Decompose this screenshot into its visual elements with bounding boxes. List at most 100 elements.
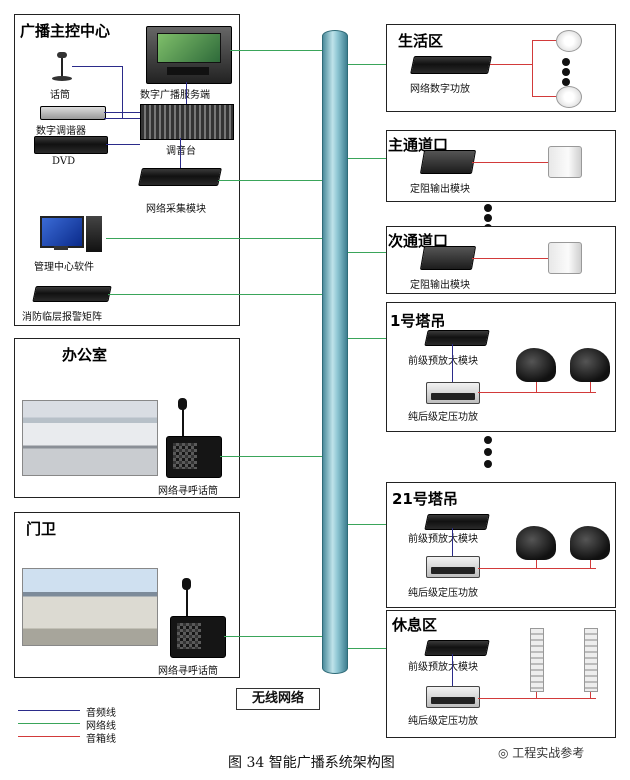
- ellipsis-dot: [484, 436, 492, 444]
- pre-amp-icon: [424, 514, 489, 530]
- output-module-label: 定阻输出模块: [410, 180, 470, 195]
- living-area-title: 生活区: [398, 30, 443, 51]
- fire-matrix-icon: [32, 286, 111, 302]
- rest-area-title: 休息区: [392, 614, 437, 635]
- dvd-icon: [34, 136, 108, 154]
- ceiling-speaker-icon: [556, 30, 582, 52]
- audio-line: [452, 344, 453, 384]
- gate-pager-icon: [170, 616, 226, 658]
- microphone-icon: [52, 52, 72, 82]
- audio-line: [180, 138, 181, 168]
- control-center-title: 广播主控中心: [20, 20, 110, 41]
- legend-swatch: [18, 723, 80, 724]
- server-icon: [146, 26, 232, 84]
- network-line: [224, 636, 322, 637]
- gate-pager-label: 网络寻呼话筒: [158, 662, 218, 677]
- post-amp-icon: [426, 686, 480, 708]
- pc-icon: [40, 216, 104, 254]
- server-label: 数字广播服务端: [140, 86, 210, 101]
- horn-speaker-icon: [570, 526, 610, 560]
- audio-line: [452, 528, 453, 556]
- watermark-text: 工程实战参考: [512, 746, 584, 760]
- tuner-icon: [40, 106, 106, 120]
- fire-matrix-label: 消防临层报警矩阵: [22, 308, 102, 323]
- speaker-line: [478, 392, 596, 393]
- horn-speaker-icon: [570, 348, 610, 382]
- legend-swatch: [18, 710, 80, 711]
- output-module-icon: [420, 246, 476, 270]
- ellipsis-dot: [484, 448, 492, 456]
- wall-speaker-icon: [548, 242, 582, 274]
- pre-amp-label: 前级预放大模块: [408, 352, 478, 367]
- speaker-line: [490, 64, 532, 65]
- network-line: [230, 50, 322, 51]
- pre-amp-icon: [424, 330, 489, 346]
- collector-label: 网络采集模块: [146, 200, 206, 215]
- ellipsis-dot: [562, 58, 570, 66]
- microphone-label: 话筒: [50, 86, 70, 101]
- horn-speaker-icon: [516, 348, 556, 382]
- wall-speaker-icon: [548, 146, 582, 178]
- network-line: [220, 456, 322, 457]
- mixer-icon: [140, 104, 234, 140]
- ellipsis-dot: [484, 460, 492, 468]
- ceiling-speaker-icon: [556, 86, 582, 108]
- tuner-label: 数字调谐器: [36, 122, 86, 137]
- audio-line: [72, 66, 122, 67]
- ellipsis-dot: [562, 68, 570, 76]
- pre-amp-icon: [424, 640, 489, 656]
- column-speaker-icon: [584, 628, 598, 692]
- software-label: 管理中心软件: [34, 258, 94, 273]
- gate-photo: [22, 568, 158, 646]
- speaker-line: [478, 568, 596, 569]
- mixer-label: 调音台: [166, 142, 196, 157]
- speaker-line: [532, 96, 556, 97]
- gate-title: 门卫: [26, 518, 56, 539]
- pre-amp-label: 前级预放大模块: [408, 530, 478, 545]
- gate-mic-icon: [182, 578, 191, 590]
- pre-amp-label: 前级预放大模块: [408, 658, 478, 673]
- office-pager-label: 网络寻呼话筒: [158, 482, 218, 497]
- wireless-network-backbone: [322, 30, 348, 674]
- audio-line: [106, 144, 140, 145]
- audio-line: [104, 112, 140, 113]
- audio-line: [452, 654, 453, 686]
- office-title: 办公室: [62, 344, 107, 365]
- speaker-line: [472, 162, 548, 163]
- office-photo: [22, 400, 158, 476]
- legend-label: 音箱线: [86, 730, 116, 745]
- watermark-icon: ◎: [498, 746, 512, 760]
- watermark: ◎ 工程实战参考: [498, 744, 584, 761]
- gate-mic-stem: [186, 588, 188, 618]
- horn-speaker-icon: [516, 526, 556, 560]
- office-mic-stem: [182, 408, 184, 438]
- network-line: [108, 294, 322, 295]
- legend-swatch: [18, 736, 80, 737]
- speaker-line: [472, 258, 548, 259]
- dvd-label: DVD: [52, 156, 75, 167]
- audio-line: [186, 82, 187, 104]
- ellipsis-dot: [562, 78, 570, 86]
- column-speaker-icon: [530, 628, 544, 692]
- digital-amp-label: 网络数字功放: [410, 80, 470, 95]
- network-line: [106, 238, 322, 239]
- ellipsis-dot: [484, 204, 492, 212]
- post-amp-label: 纯后级定压功放: [408, 712, 478, 727]
- crane-21-title: 21号塔吊: [392, 488, 458, 509]
- post-amp-label: 纯后级定压功放: [408, 584, 478, 599]
- ellipsis-dot: [484, 214, 492, 222]
- network-line: [218, 180, 322, 181]
- wireless-network-label: 无线网络: [236, 688, 320, 710]
- office-pager-icon: [166, 436, 222, 478]
- post-amp-icon: [426, 382, 480, 404]
- post-amp-label: 纯后级定压功放: [408, 408, 478, 423]
- collector-icon: [138, 168, 222, 186]
- figure-caption: 图 34 智能广播系统架构图: [228, 752, 395, 772]
- post-amp-icon: [426, 556, 480, 578]
- speaker-line: [532, 40, 556, 41]
- digital-amp-icon: [410, 56, 492, 74]
- office-mic-icon: [178, 398, 187, 410]
- crane-1-title: 1号塔吊: [390, 310, 445, 331]
- output-module-icon: [420, 150, 476, 174]
- audio-line: [122, 66, 123, 118]
